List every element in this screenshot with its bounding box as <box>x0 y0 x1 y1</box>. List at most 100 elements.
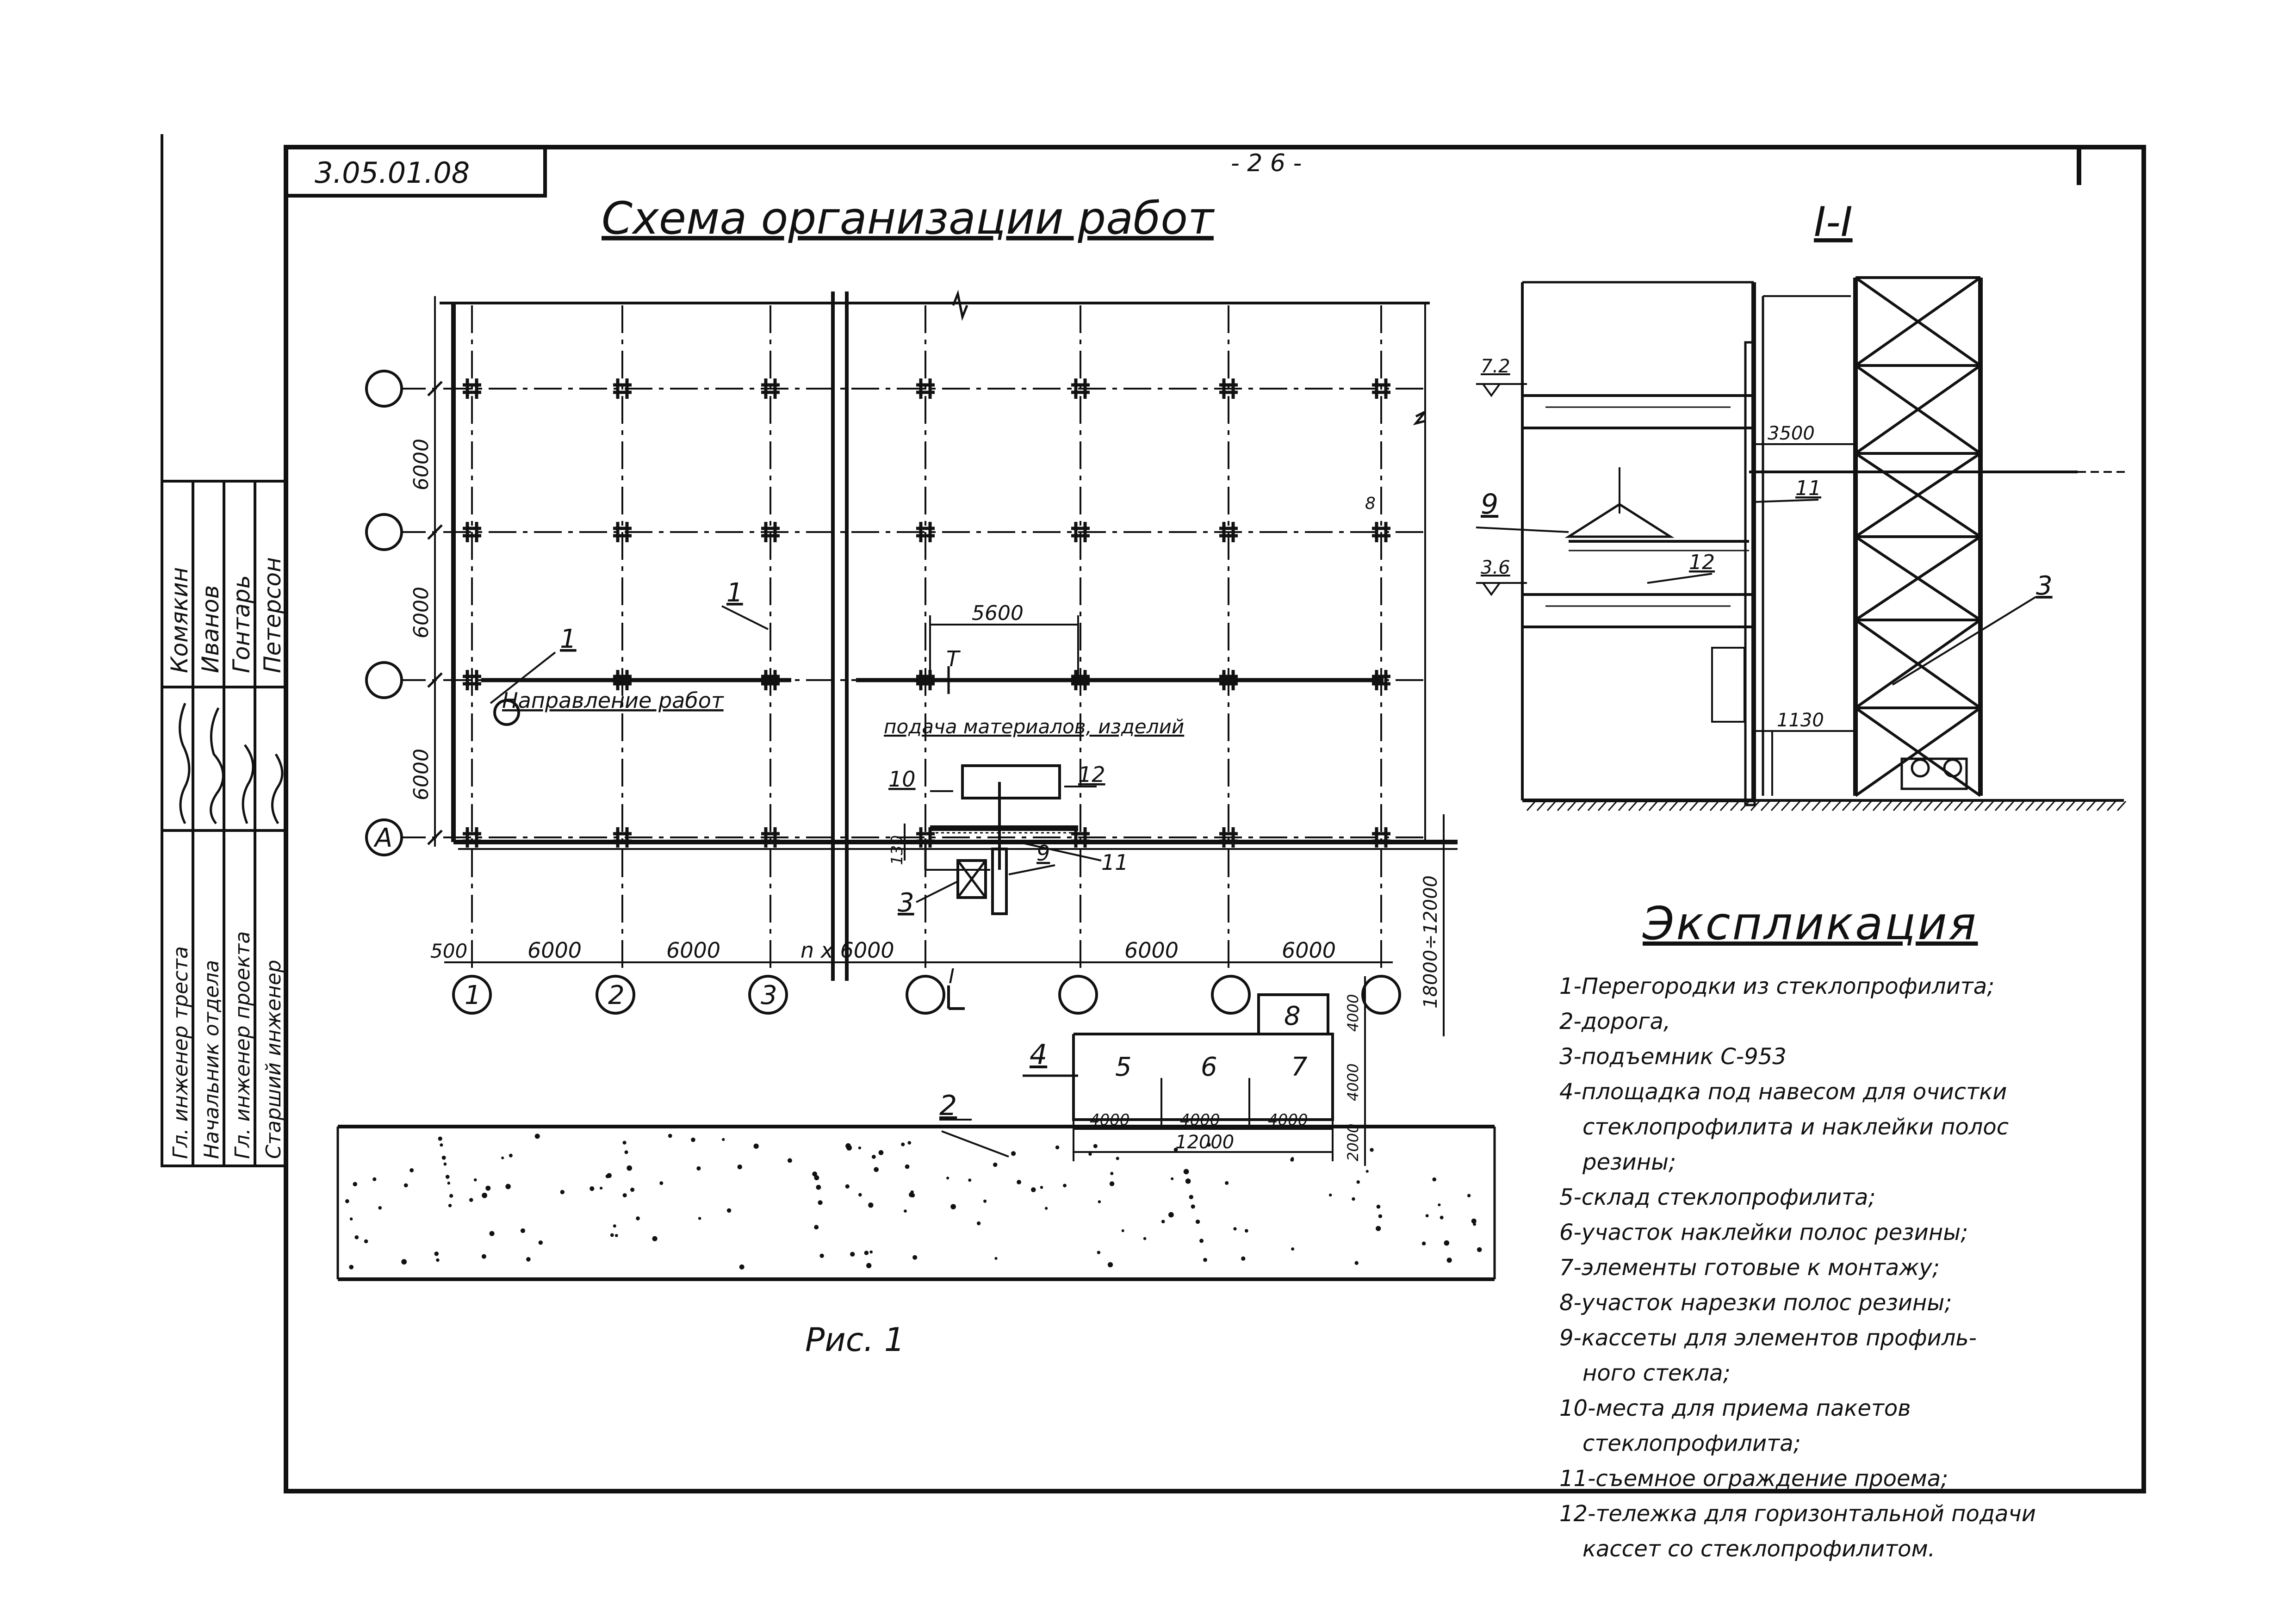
column-mark <box>613 670 632 690</box>
road-dot <box>845 1143 851 1149</box>
road-dot <box>353 1182 357 1187</box>
explication-item: 12-тележка для горизонтальной подачи <box>1559 1501 2036 1527</box>
explication-list: 1-Перегородки из стеклопрофилита; 2-доро… <box>1559 969 2142 1567</box>
road-dot <box>818 1200 823 1205</box>
storage-cell-5: 5 <box>1115 1052 1132 1082</box>
road-dot <box>901 1142 905 1146</box>
road-dot <box>1356 1180 1360 1184</box>
section-label-3: 3 <box>2036 571 2053 601</box>
hatch-line <box>1638 800 1648 812</box>
road-dot <box>489 1231 495 1236</box>
road-dot <box>1044 1207 1048 1210</box>
road-dot <box>1031 1187 1036 1192</box>
explication-item: 5-склад стеклопрофилита; <box>1559 1184 1876 1210</box>
road-dot <box>910 1193 915 1198</box>
road-dot <box>434 1251 439 1256</box>
road-dot <box>1241 1256 1246 1261</box>
road-dot <box>816 1184 821 1190</box>
storage-zone <box>1023 976 1366 1166</box>
road-dot <box>722 1138 725 1141</box>
storage-side-dim-1: 4000 <box>1344 994 1362 1032</box>
t-mark <box>947 666 967 694</box>
hatch-line <box>1597 800 1607 812</box>
t-mark-label: T <box>946 646 961 671</box>
column-mark <box>463 670 481 690</box>
column-mark <box>1372 670 1390 690</box>
road-dot <box>787 1158 792 1163</box>
callout-leaders <box>490 605 769 704</box>
column-mark <box>613 378 632 399</box>
stamp-signatures <box>179 703 284 824</box>
road-dot <box>1143 1237 1147 1240</box>
section-title: I-I <box>1814 198 1853 246</box>
explication-title: Экспликация <box>1643 898 1978 950</box>
road-dot <box>1438 1203 1441 1207</box>
column-mark <box>613 827 632 848</box>
hatch-line <box>1994 800 2004 812</box>
hatch-line <box>2066 800 2076 812</box>
road-dot <box>1378 1214 1383 1218</box>
road-dot <box>1109 1181 1115 1186</box>
road-dot <box>501 1156 504 1159</box>
road-dot <box>1291 1247 1295 1251</box>
road-dot <box>526 1257 531 1262</box>
explication-item: 1-Перегородки из стеклопрофилита; <box>1559 973 1995 999</box>
bottom-dim-3: 6000 <box>666 938 720 963</box>
column-mark <box>613 522 632 542</box>
hatch-line <box>1882 800 1893 812</box>
road-dot <box>534 1134 540 1139</box>
bottom-dim-6: 6000 <box>1282 938 1336 963</box>
explication-item: кассет со стеклопрофилитом. <box>1582 1536 1935 1562</box>
span-dim <box>929 615 1079 685</box>
road-dot <box>509 1153 513 1158</box>
hatch-line <box>1730 800 1740 812</box>
explication-item: 3-подъемник С-953 <box>1559 1044 1787 1070</box>
road-dot <box>1093 1144 1098 1148</box>
road-dot <box>983 1199 987 1203</box>
road-dot <box>1097 1251 1101 1254</box>
road-dot <box>1203 1258 1207 1262</box>
hatch-line <box>1872 800 1882 812</box>
road-dot <box>737 1165 742 1170</box>
hatch-line <box>1811 800 1821 812</box>
stamp-name-1: Комякин <box>166 567 193 673</box>
plan-columns <box>463 378 1390 848</box>
tower-brace <box>1855 452 1981 538</box>
hatch-line <box>1903 800 1913 812</box>
road-dot <box>726 1208 732 1213</box>
road-dot <box>436 1258 440 1262</box>
dim-130: 130 <box>888 835 906 865</box>
hatch-line <box>1842 800 1852 812</box>
road-dot <box>560 1189 565 1195</box>
eight-mark: 8 <box>1365 494 1376 513</box>
road-dot <box>1370 1148 1374 1152</box>
road-texture <box>345 1134 1482 1270</box>
row-axis-bubbles <box>365 370 403 856</box>
bottom-dim-1: 500 <box>430 940 467 962</box>
road-dot <box>1168 1212 1174 1218</box>
road-dot <box>1191 1204 1195 1209</box>
column-mark <box>1219 378 1238 399</box>
explication-item: 4-площадка под навесом для очистки <box>1559 1079 2007 1105</box>
road-dot <box>1467 1194 1471 1197</box>
road-dot <box>610 1233 614 1237</box>
road-dot <box>904 1209 907 1213</box>
hatch-line <box>1618 800 1628 812</box>
road-dot <box>1063 1183 1067 1188</box>
road-dot <box>443 1162 447 1166</box>
hatch-line <box>2035 800 2045 812</box>
road-dot <box>1173 1147 1178 1152</box>
road-dot <box>1328 1193 1332 1197</box>
road-dot <box>1365 1170 1369 1173</box>
road-dot <box>845 1184 850 1189</box>
road-dot <box>871 1154 876 1159</box>
column-mark <box>1372 522 1390 542</box>
stamp-position-1: Гл. инженер треста <box>169 946 192 1159</box>
road-dot <box>449 1194 453 1198</box>
hatch-line <box>1821 800 1831 812</box>
road-dot <box>438 1136 442 1141</box>
road-dot <box>630 1188 635 1192</box>
hatch-line <box>1546 800 1557 812</box>
site-plan <box>398 290 1458 1036</box>
hatch-line <box>1699 800 1709 812</box>
